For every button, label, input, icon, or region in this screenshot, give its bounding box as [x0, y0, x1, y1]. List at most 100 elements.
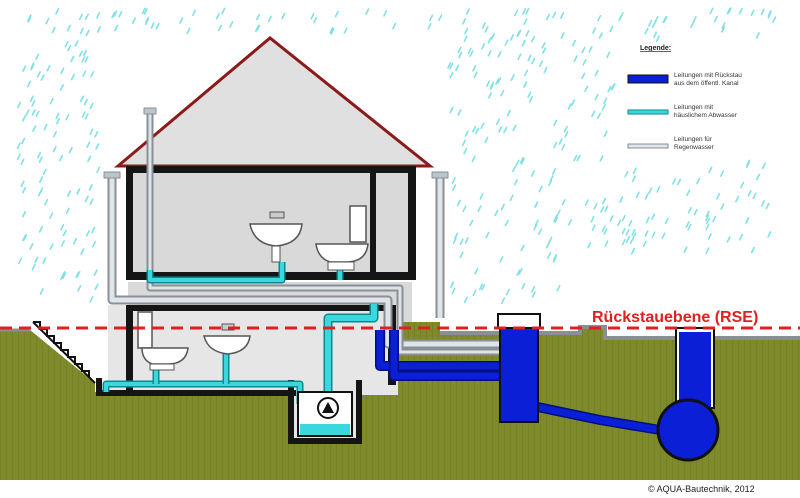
rain-drop	[692, 16, 697, 23]
rain-drop	[462, 205, 467, 213]
rain-drop	[624, 170, 629, 178]
rain-drop	[734, 195, 740, 203]
rain-drop	[644, 193, 649, 200]
rain-drop	[648, 19, 653, 27]
rain-drop	[457, 46, 462, 54]
rain-drop	[143, 8, 148, 15]
rain-drop	[84, 13, 89, 21]
rain-drop	[29, 95, 34, 103]
rain-drop	[365, 8, 370, 15]
rain-drop	[478, 283, 484, 291]
rain-drop	[596, 112, 602, 120]
rain-drop	[558, 138, 563, 145]
rain-drop	[455, 64, 460, 72]
rain-drop	[767, 231, 772, 238]
rain-drop	[481, 22, 486, 29]
rain-drop	[221, 7, 226, 15]
rain-drop	[459, 238, 464, 246]
rain-drop	[512, 165, 517, 172]
lifting-pump	[297, 391, 353, 437]
rain-drop	[581, 72, 586, 80]
wall-right-upper	[408, 166, 416, 278]
rain-drop	[78, 50, 83, 58]
rain-drop	[452, 184, 457, 191]
rain-drop	[464, 130, 469, 137]
rain-drop	[517, 53, 522, 61]
rain-drop	[36, 71, 41, 78]
rain-drop	[89, 198, 94, 205]
rain-drop	[632, 232, 637, 239]
rain-drop	[553, 141, 558, 149]
rain-drop	[740, 181, 745, 189]
rain-drop	[21, 115, 27, 122]
rain-drop	[506, 109, 511, 117]
rain-pipes	[103, 107, 500, 356]
rain-drop	[456, 199, 461, 207]
rain-drop	[64, 40, 69, 48]
rain-drop	[70, 73, 75, 81]
rain-drop	[78, 13, 83, 21]
rain-drop	[67, 44, 72, 52]
rain-drop	[592, 27, 597, 34]
rain-drop	[91, 226, 96, 234]
rain-drop	[255, 13, 261, 21]
rain-drop	[683, 246, 688, 253]
rain-drop	[687, 206, 692, 214]
rain-drop	[750, 9, 755, 17]
rain-drop	[449, 71, 454, 79]
rain-drop	[576, 154, 581, 162]
rain-drop	[564, 131, 569, 138]
rain-drop	[573, 154, 578, 162]
rain-drop	[22, 65, 27, 72]
rain-drop	[541, 42, 546, 49]
rain-drop	[83, 98, 88, 106]
legend-backflow-line2: aus dem öffentl. Kanal	[674, 80, 739, 87]
rain-drop	[34, 256, 39, 264]
rain-drop	[545, 13, 551, 21]
rain-drop	[96, 166, 101, 174]
public-sewer	[656, 327, 720, 462]
rain-drop	[594, 69, 599, 77]
legend-rain-line1: Leitungen für	[674, 136, 713, 143]
rain-drop	[16, 153, 21, 160]
rain-drop	[68, 146, 73, 154]
rain-drop	[89, 295, 94, 303]
rain-drop	[40, 74, 45, 81]
rain-drop	[73, 237, 78, 245]
rain-drop	[545, 241, 551, 249]
rain-drop	[584, 199, 589, 206]
rain-drop	[79, 27, 84, 35]
rain-drop	[472, 65, 477, 72]
rain-drop	[601, 104, 606, 111]
rain-drop	[51, 26, 56, 34]
rain-drop	[267, 15, 273, 23]
rain-drop	[601, 197, 607, 205]
rain-drop	[542, 47, 547, 54]
rain-drop	[518, 268, 523, 275]
rain-drop	[429, 14, 434, 22]
rain-drop	[556, 284, 561, 292]
rain-drop	[89, 102, 94, 110]
rain-drop	[469, 219, 474, 227]
rain-drop	[427, 22, 432, 30]
rain-drop	[514, 9, 519, 17]
rain-drop	[533, 223, 538, 231]
rain-drop	[720, 203, 725, 210]
rain-drop	[150, 22, 155, 29]
rain-drop	[516, 269, 521, 277]
rain-drop	[84, 113, 89, 120]
rain-drop	[449, 281, 455, 288]
rain-drop	[489, 83, 494, 91]
rain-drop	[509, 34, 515, 41]
rain-drop	[85, 230, 90, 237]
rain-drop	[655, 35, 660, 43]
rain-drop	[707, 233, 712, 240]
wall-left-upper	[126, 166, 133, 278]
rain-drop	[498, 126, 503, 133]
rain-drop	[630, 247, 636, 255]
rain-drop	[484, 136, 489, 144]
rain-drop	[485, 231, 490, 239]
rain-drop	[32, 125, 37, 132]
